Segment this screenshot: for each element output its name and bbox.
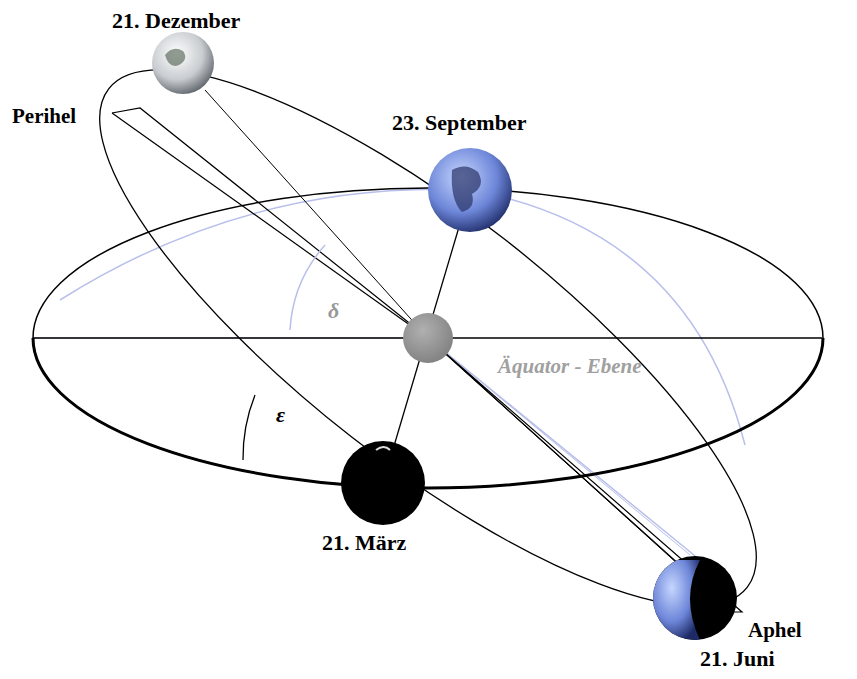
date-label: 23. September	[392, 112, 526, 134]
date-label: 21. März	[322, 532, 406, 554]
date-label: 21. Juni	[700, 648, 775, 670]
angle-label: ε	[276, 404, 285, 426]
perihel-label: Perihel	[12, 106, 76, 127]
aphel-label: Aphel	[748, 620, 802, 641]
date-label: 21. Dezember	[112, 10, 240, 32]
plane-label: Äquator - Ebene	[498, 356, 642, 377]
angle-label: δ	[328, 300, 339, 322]
